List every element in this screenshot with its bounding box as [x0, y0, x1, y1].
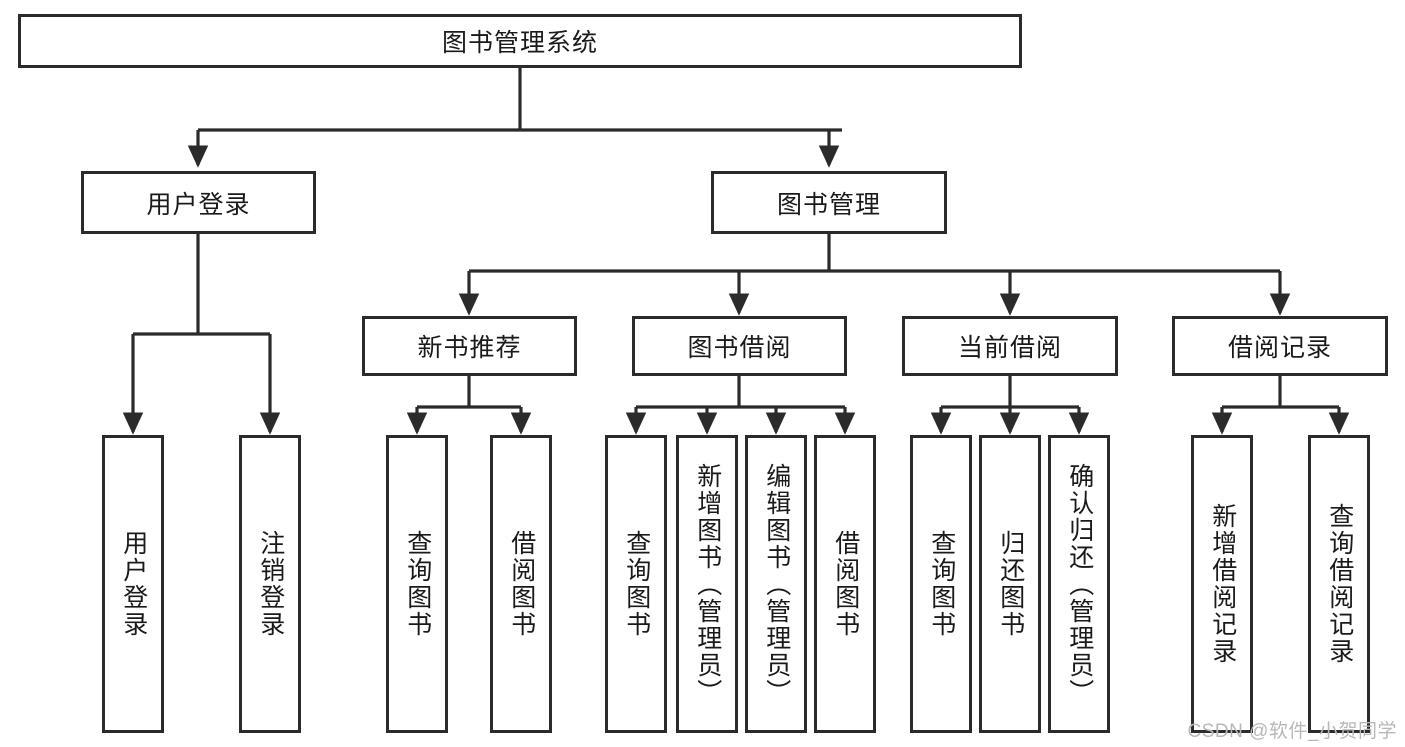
node-label: 查询图书	[927, 530, 956, 638]
node-label: 新书推荐	[417, 334, 522, 362]
node-label: 借阅图书	[507, 530, 536, 638]
node-label: 查询图书	[403, 530, 432, 638]
leaf-current-query-book[interactable]: 查询图书	[910, 435, 972, 733]
node-label: 新增图书（管理员）	[693, 462, 722, 706]
node-user-login[interactable]: 用户登录	[81, 171, 316, 234]
node-label: 归还图书	[996, 530, 1025, 638]
leaf-borrow-borrow-book[interactable]: 借阅图书	[814, 435, 876, 733]
leaf-record-query-borrow-record[interactable]: 查询借阅记录	[1308, 435, 1370, 733]
node-label: 用户登录	[146, 190, 251, 219]
leaf-record-add-borrow-record[interactable]: 新增借阅记录	[1191, 435, 1253, 733]
node-label: 图书管理系统	[441, 29, 598, 57]
node-label: 图书管理	[776, 190, 881, 219]
node-label: 借阅图书	[831, 530, 860, 638]
leaf-user-login[interactable]: 用户登录	[102, 435, 164, 733]
leaf-recommend-borrow-book[interactable]: 借阅图书	[490, 435, 552, 733]
node-label: 注销登录	[256, 530, 285, 638]
node-root-book-management-system[interactable]: 图书管理系统	[18, 14, 1022, 68]
leaf-borrow-edit-book-admin[interactable]: 编辑图书（管理员）	[745, 435, 807, 733]
leaf-borrow-query-book[interactable]: 查询图书	[605, 435, 667, 733]
node-book-borrow[interactable]: 图书借阅	[632, 316, 847, 376]
leaf-user-logout[interactable]: 注销登录	[239, 435, 301, 733]
node-label: 当前借阅	[957, 334, 1062, 362]
leaf-current-confirm-return-admin[interactable]: 确认归还（管理员）	[1048, 435, 1110, 733]
node-label: 用户登录	[119, 530, 148, 638]
node-current-borrow[interactable]: 当前借阅	[902, 316, 1118, 376]
watermark: CSDN @软件_小贺同学	[1187, 721, 1397, 742]
leaf-current-return-book[interactable]: 归还图书	[979, 435, 1041, 733]
node-label: 借阅记录	[1227, 334, 1332, 362]
node-label: 编辑图书（管理员）	[762, 462, 791, 706]
node-label: 确认归还（管理员）	[1065, 462, 1094, 706]
node-new-book-recommend[interactable]: 新书推荐	[362, 316, 577, 376]
node-book-management[interactable]: 图书管理	[711, 171, 947, 234]
leaf-recommend-query-book[interactable]: 查询图书	[386, 435, 448, 733]
leaf-borrow-add-book-admin[interactable]: 新增图书（管理员）	[676, 435, 738, 733]
node-label: 查询借阅记录	[1325, 503, 1354, 665]
node-label: 图书借阅	[687, 334, 792, 362]
node-label: 新增借阅记录	[1208, 503, 1237, 665]
node-borrow-record[interactable]: 借阅记录	[1172, 316, 1388, 376]
node-label: 查询图书	[622, 530, 651, 638]
